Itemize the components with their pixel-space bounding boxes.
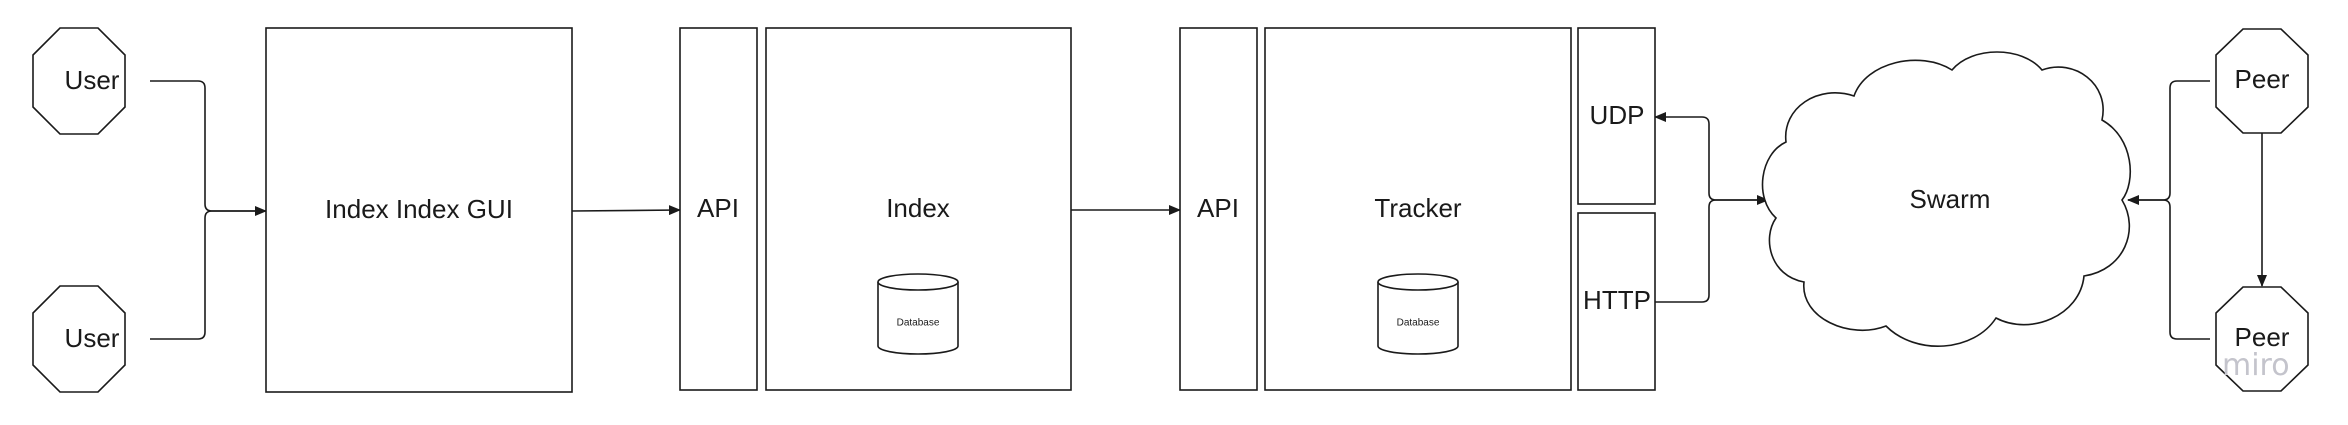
connectors: [150, 80, 2267, 340]
tracker-api-box: API: [1179, 27, 1258, 391]
index-label: Index: [886, 193, 950, 223]
index-gui-box: Index Index GUI: [265, 27, 573, 393]
tracker-label: Tracker: [1374, 193, 1461, 223]
index-api-label: API: [697, 193, 739, 223]
user-bottom-label: User: [65, 323, 120, 353]
edge-peer-top-to-swarm: [2127, 80, 2210, 205]
udp-box: UDP: [1577, 27, 1656, 205]
edge-gui-to-api: [571, 205, 681, 216]
edge-swarm-to-udp: [1654, 112, 1768, 201]
tracker-api-label: API: [1197, 193, 1239, 223]
tracker-database-cylinder: Database: [1377, 273, 1459, 355]
peer-node-bottom: Peer: [2215, 286, 2309, 392]
user-node-top: User: [32, 27, 126, 135]
http-label: HTTP: [1583, 285, 1651, 315]
edge-user-top-to-gui: [150, 80, 267, 216]
peer-top-label: Peer: [2235, 64, 2290, 94]
peer-bottom-label: Peer: [2235, 322, 2290, 352]
swarm-cloud: Swarm: [1761, 51, 2132, 347]
udp-label: UDP: [1590, 100, 1645, 130]
swarm-label: Swarm: [1910, 184, 1991, 214]
index-api-box: API: [679, 27, 758, 391]
peer-node-top: Peer: [2215, 28, 2309, 134]
edge-http-to-swarm: [1655, 195, 1769, 303]
edge-peer-bottom-to-swarm: [2128, 199, 2210, 340]
index-gui-label: Index Index GUI: [325, 194, 513, 224]
miro-watermark: miro: [2222, 348, 2290, 383]
user-node-bottom: User: [32, 285, 126, 393]
index-database-label: Database: [897, 318, 940, 329]
edge-user-bottom-to-gui: [150, 210, 266, 340]
index-database-cylinder: Database: [877, 273, 959, 355]
tracker-database-label: Database: [1397, 318, 1440, 329]
http-box: HTTP: [1577, 212, 1656, 391]
user-top-label: User: [65, 65, 120, 95]
